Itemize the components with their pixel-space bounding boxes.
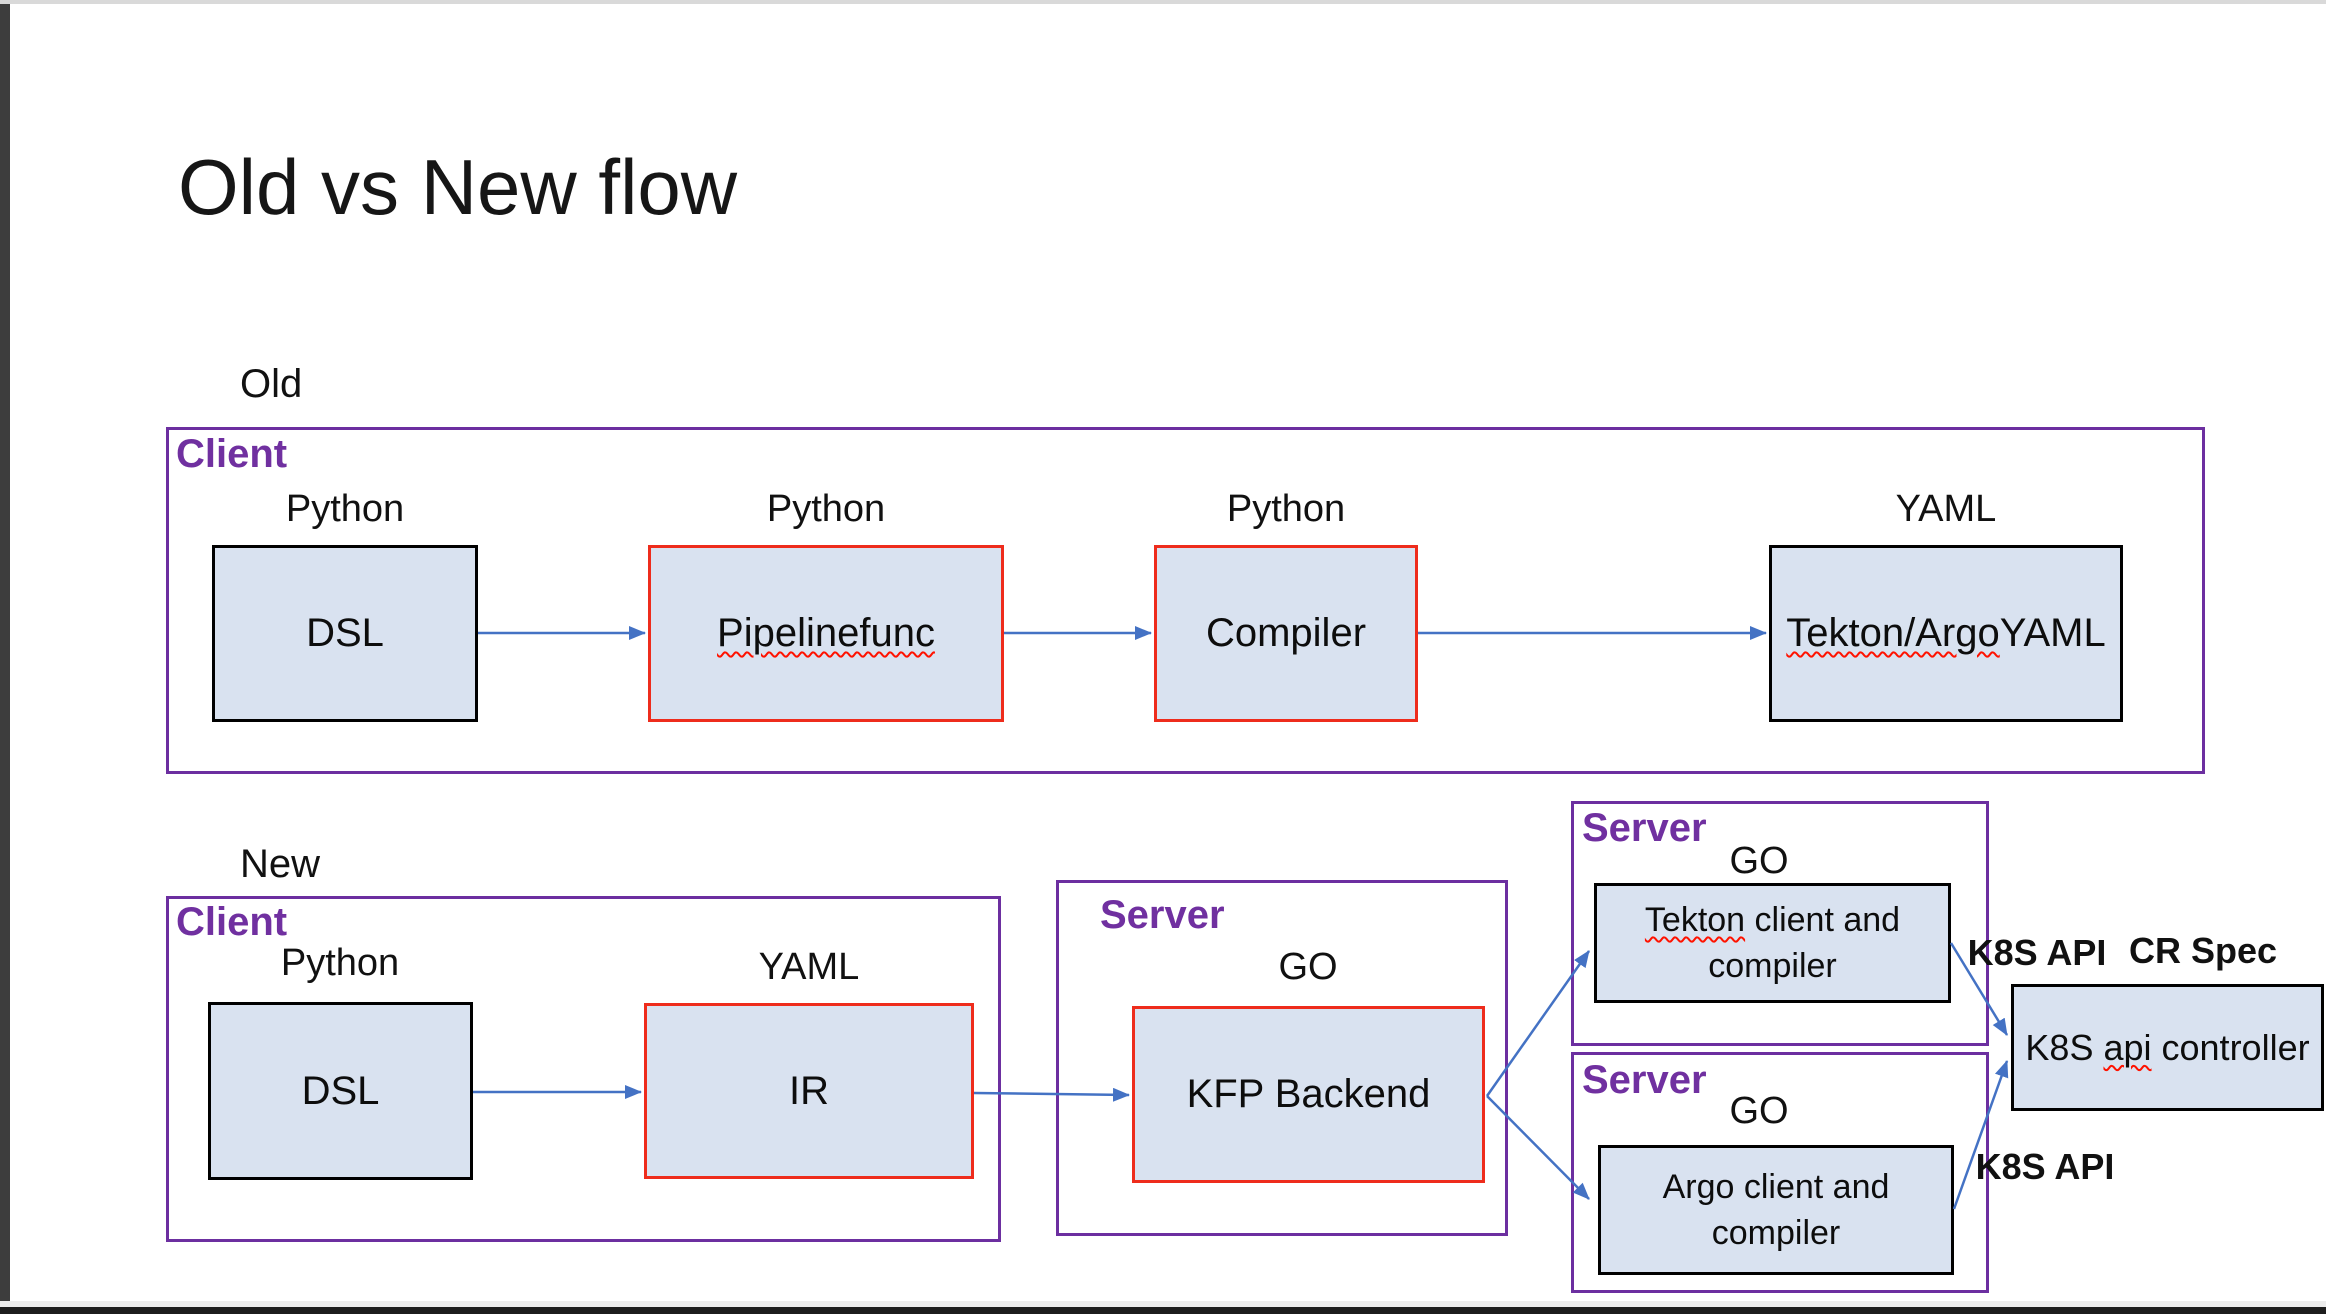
kfp-backend-node: KFP Backend — [1132, 1006, 1485, 1183]
window-top-strip — [0, 0, 2326, 4]
old-dsl-node-label: DSL — [306, 611, 384, 655]
k8s-api-bottom-label: K8S API — [1975, 1146, 2115, 1187]
argo-client-node: Argo client and compiler — [1598, 1145, 1954, 1275]
server-mid-lang-label: GO — [1278, 946, 1338, 988]
new-section-label: New — [240, 842, 321, 886]
window-left-border — [0, 4, 10, 1304]
new-ir-node-label: IR — [789, 1068, 829, 1113]
old-client-group-label: Client — [176, 432, 288, 476]
k8s-api-top-label: K8S API — [1967, 932, 2107, 973]
tekton-client-node-line1: Tekton client and — [1645, 897, 1900, 943]
kfp-backend-node-label: KFP Backend — [1186, 1072, 1431, 1116]
k8s-api-controller-node: K8S api controller — [2011, 984, 2324, 1111]
new-client-group-label: Client — [176, 900, 288, 944]
tekton-client-node: Tekton client and compiler — [1594, 883, 1951, 1003]
old-compiler-lang-label: Python — [1226, 488, 1346, 530]
tekton-client-node-line1-wavy: Tekton — [1644, 901, 1746, 939]
new-ir-node: IR — [644, 1003, 974, 1179]
k8s-api-controller-post: controller — [2151, 1026, 2310, 1068]
old-tekton-argo-yaml-node-label-wavy: Tekton/Argo — [1786, 611, 2000, 655]
server-argo-lang-label: GO — [1729, 1090, 1789, 1132]
new-dsl-lang-label: Python — [280, 942, 400, 984]
new-ir-lang-label: YAML — [758, 946, 860, 988]
old-pipelinefunc-node: Pipelinefunc — [648, 545, 1004, 722]
old-yaml-lang-label: YAML — [1895, 488, 1997, 530]
server-argo-group-label: Server — [1582, 1058, 1707, 1102]
old-dsl-node: DSL — [212, 545, 478, 722]
old-tekton-argo-yaml-node: Tekton/Argo YAML — [1769, 545, 2123, 722]
new-client-group-box — [166, 896, 1001, 1242]
cr-spec-label: CR Spec — [2128, 930, 2278, 971]
argo-client-node-line2: compiler — [1711, 1214, 1841, 1252]
old-tekton-argo-yaml-node-label-rest: YAML — [1999, 611, 2106, 655]
tekton-client-node-line2: compiler — [1708, 947, 1837, 985]
page-title: Old vs New flow — [178, 143, 738, 231]
server-tekton-lang-label: GO — [1729, 840, 1789, 882]
old-dsl-lang-label: Python — [285, 488, 405, 530]
old-pipelinefunc-lang-label: Python — [766, 488, 886, 530]
new-dsl-node-label: DSL — [301, 1068, 380, 1113]
window-bottom-divider — [0, 1301, 2326, 1307]
old-client-group-box — [166, 427, 2205, 774]
k8s-api-controller-wavy: api — [2103, 1026, 2152, 1068]
old-pipelinefunc-node-label: Pipelinefunc — [717, 611, 935, 655]
new-dsl-node: DSL — [208, 1002, 473, 1180]
old-compiler-node: Compiler — [1154, 545, 1418, 722]
tekton-client-node-line1-rest: client and — [1745, 901, 1901, 939]
argo-client-node-line1: Argo client and — [1662, 1168, 1890, 1206]
old-compiler-node-label: Compiler — [1205, 611, 1367, 655]
server-tekton-group-label: Server — [1582, 806, 1707, 850]
k8s-api-controller-pre: K8S — [2025, 1026, 2104, 1068]
server-mid-group-label: Server — [1100, 893, 1225, 937]
server-tekton-group-box — [1571, 801, 1989, 1046]
old-section-label: Old — [240, 362, 303, 406]
window-bottom-bar — [0, 1307, 2326, 1314]
